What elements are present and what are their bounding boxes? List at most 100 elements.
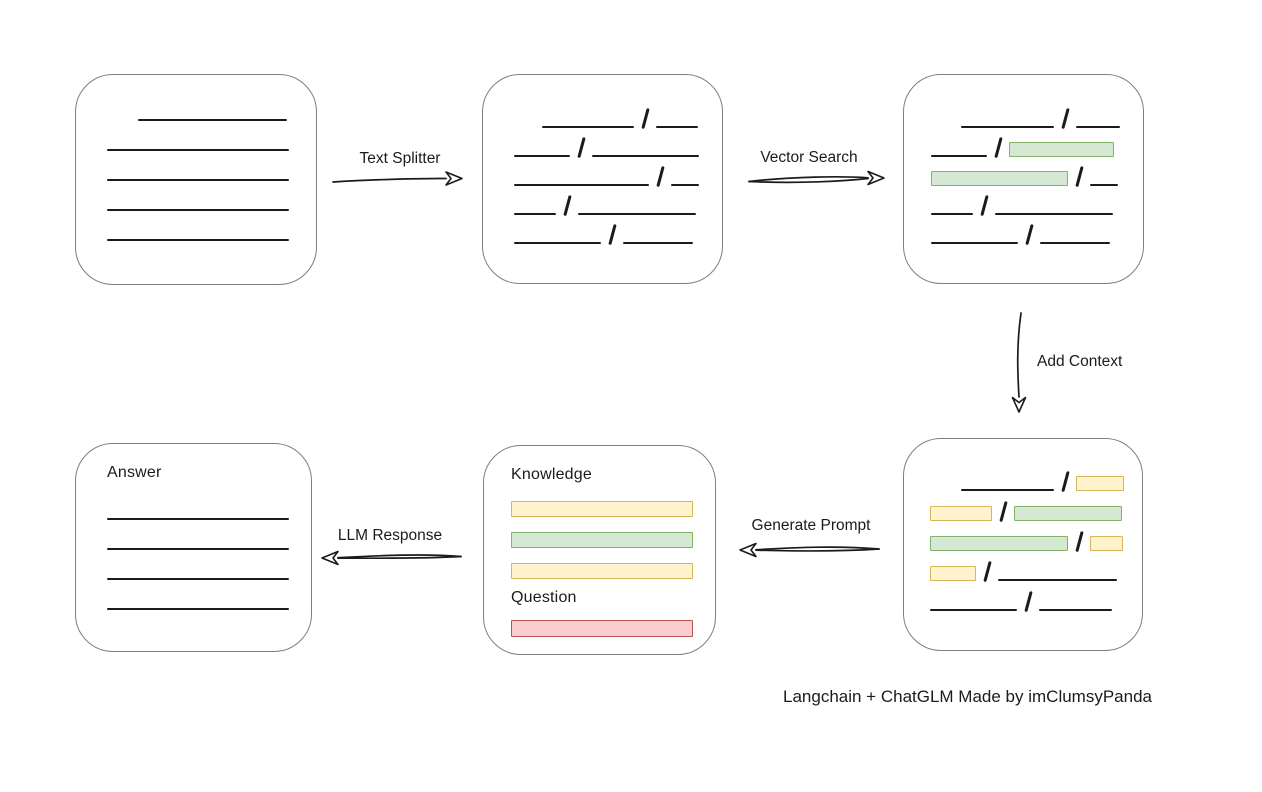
slash-separator xyxy=(979,194,989,215)
segment-row xyxy=(930,581,1142,611)
text-line xyxy=(998,578,1117,581)
source-document-box xyxy=(75,74,317,285)
text-line xyxy=(656,125,698,128)
segment-row xyxy=(931,215,1143,244)
text-line xyxy=(592,154,699,157)
segment-row xyxy=(107,211,316,241)
segment-row xyxy=(514,157,722,186)
prompt-box-content: Knowledge Question xyxy=(484,446,715,637)
text-line xyxy=(514,183,649,186)
segment-row xyxy=(514,99,722,128)
question-bar xyxy=(511,609,715,637)
text-line xyxy=(107,238,289,241)
green-chunk xyxy=(1014,506,1122,521)
slash-separator xyxy=(576,136,586,157)
yellow-chunk xyxy=(930,506,992,521)
yellow-chunk xyxy=(1076,476,1124,491)
llm-response-arrow xyxy=(321,550,462,566)
text-line xyxy=(578,212,696,215)
green-chunk xyxy=(931,171,1068,186)
text-line xyxy=(930,608,1017,611)
segment-row xyxy=(930,551,1142,581)
text-line xyxy=(1039,608,1112,611)
answer-label: Answer xyxy=(107,464,162,481)
text-line xyxy=(995,212,1113,215)
yellow-chunk xyxy=(511,563,693,579)
text-line xyxy=(107,577,289,580)
document-lines xyxy=(76,75,316,241)
prompt-box: Knowledge Question xyxy=(483,445,716,655)
slash-separator xyxy=(1060,470,1070,491)
slash-separator xyxy=(1023,590,1033,611)
text-line xyxy=(107,178,289,181)
add-context-arrow xyxy=(1011,312,1027,413)
slash-separator xyxy=(640,107,650,128)
slash-separator xyxy=(1074,530,1084,551)
segment-row xyxy=(107,520,311,550)
green-chunk xyxy=(930,536,1068,551)
text-line xyxy=(931,154,987,157)
slash-separator xyxy=(998,500,1008,521)
text-splitter-label: Text Splitter xyxy=(359,150,441,167)
slash-separator xyxy=(607,223,617,244)
segment-row xyxy=(931,99,1143,128)
slash-separator xyxy=(1024,223,1034,244)
slash-separator xyxy=(1074,165,1084,186)
question-label: Question xyxy=(511,589,577,606)
text-line xyxy=(514,154,570,157)
segment-row xyxy=(107,151,316,181)
segment-row xyxy=(931,128,1143,157)
segment-row xyxy=(931,157,1143,186)
context-chunks-box xyxy=(903,438,1143,651)
text-line xyxy=(931,241,1018,244)
segment-row xyxy=(514,215,722,244)
text-line xyxy=(1076,125,1120,128)
text-line xyxy=(961,125,1054,128)
segment-row xyxy=(107,181,316,211)
yellow-chunk xyxy=(1090,536,1123,551)
segment-row xyxy=(930,521,1142,551)
chunk-lines xyxy=(483,75,722,244)
gap xyxy=(931,127,961,128)
answer-box: Answer xyxy=(75,443,312,652)
answer-lines xyxy=(107,484,311,610)
text-line xyxy=(542,125,634,128)
segment-row xyxy=(107,490,311,520)
text-line xyxy=(1040,241,1110,244)
knowledge-label: Knowledge xyxy=(511,466,592,483)
text-line xyxy=(961,488,1054,491)
segment-row xyxy=(514,186,722,215)
text-line xyxy=(514,241,601,244)
slash-separator xyxy=(655,165,665,186)
matched-chunks-box xyxy=(903,74,1144,284)
text-line xyxy=(107,517,289,520)
knowledge-bars xyxy=(511,486,715,579)
text-line xyxy=(671,183,699,186)
generate-prompt-arrow xyxy=(739,542,880,558)
red-chunk xyxy=(511,620,693,637)
text-line xyxy=(623,241,693,244)
text-line xyxy=(107,547,289,550)
caption: Langchain + ChatGLM Made by imClumsyPand… xyxy=(783,687,1152,706)
vector-search-arrow xyxy=(748,170,885,186)
text-line xyxy=(107,208,289,211)
segment-row xyxy=(931,186,1143,215)
segment-row xyxy=(511,609,715,637)
answer-box-content: Answer xyxy=(76,444,311,610)
gap xyxy=(930,490,961,491)
segment-row xyxy=(511,486,715,517)
segment-row xyxy=(514,128,722,157)
segment-row xyxy=(511,548,715,579)
add-context-label: Add Context xyxy=(1037,353,1123,370)
slash-separator xyxy=(562,194,572,215)
segment-row xyxy=(107,550,311,580)
slash-separator xyxy=(993,136,1003,157)
segment-row xyxy=(107,121,316,151)
text-line xyxy=(107,607,289,610)
text-line xyxy=(931,212,973,215)
llm-response-label: LLM Response xyxy=(337,527,443,544)
segment-row xyxy=(107,91,316,121)
green-chunk xyxy=(511,532,693,548)
gap xyxy=(107,120,138,121)
